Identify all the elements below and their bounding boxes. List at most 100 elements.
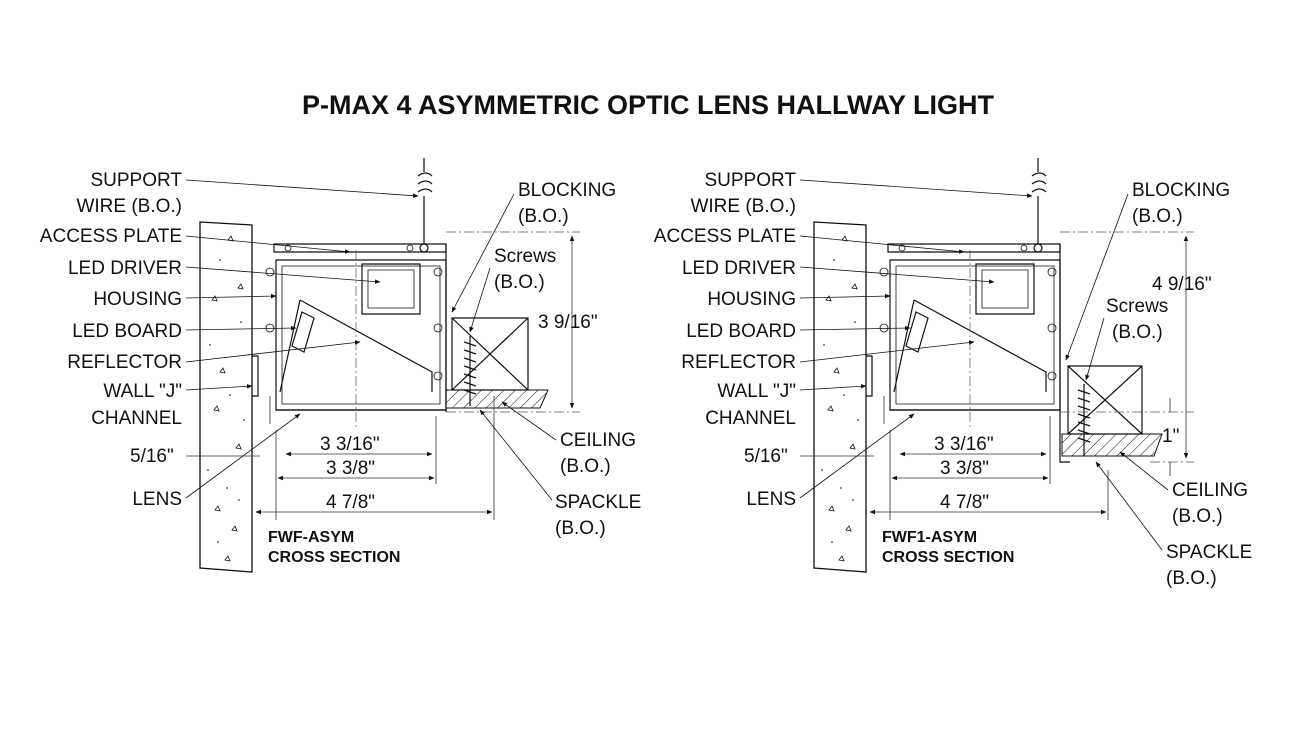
label-led-driver: LED DRIVER (682, 258, 796, 279)
led-driver-inner (981, 269, 1029, 309)
label-blocking-bo: (B.O.) (1132, 206, 1183, 227)
label-ceiling-bo: (B.O.) (1172, 506, 1223, 527)
wall-aggregate (825, 235, 858, 562)
label-lens: LENS (746, 489, 796, 510)
led-driver (361, 263, 421, 315)
left-leaders (185, 179, 419, 499)
dim-offset: 5/16" (744, 446, 788, 467)
dim-overall-width: 4 7/8" (326, 492, 375, 513)
dim-mid-width: 3 3/8" (326, 458, 375, 479)
left-cross-section: 3 9/16" 5/16" 3 3/16" 3 3/8" 4 7/8" SUPP… (40, 158, 641, 573)
label-ceiling: CEILING (560, 430, 636, 451)
label-support: SUPPORT (704, 170, 796, 191)
right-left-leaders (799, 179, 1033, 499)
label-screws-bo: (B.O.) (1112, 322, 1163, 343)
plate-hole (1020, 244, 1028, 252)
label-led-board: LED BOARD (72, 321, 182, 342)
caption-section: CROSS SECTION (882, 549, 1014, 566)
ceiling (445, 389, 549, 409)
housing-clip (879, 267, 889, 277)
label-blocking: BLOCKING (518, 180, 616, 201)
reflector (893, 299, 1047, 393)
label-support-wire: WIRE (B.O.) (76, 196, 182, 217)
caption-section: CROSS SECTION (268, 549, 400, 566)
right-cross-section: 4 9/16" 1" 5/16" 3 3/16" 3 3/8" 4 7/8" S… (654, 158, 1252, 589)
plate-hole (284, 244, 292, 252)
label-access-plate: ACCESS PLATE (654, 226, 796, 247)
label-screws-bo: (B.O.) (494, 272, 545, 293)
housing-inner (281, 265, 441, 405)
label-ceiling-bo: (B.O.) (560, 456, 611, 477)
reflector (279, 299, 433, 393)
support-wire (1031, 158, 1047, 244)
dim-ceiling-drop: 1" (1162, 426, 1179, 447)
label-access-plate: ACCESS PLATE (40, 226, 182, 247)
label-spackle-bo: (B.O.) (1166, 568, 1217, 589)
label-led-driver: LED DRIVER (68, 258, 182, 279)
plate-hole (898, 244, 906, 252)
left-right-leaders (451, 193, 557, 501)
wall-j-channel (866, 355, 873, 397)
led-driver (975, 263, 1035, 315)
wall-speckles (207, 259, 245, 543)
housing-clip (1047, 267, 1057, 277)
ceiling (1061, 433, 1163, 457)
dim-inner-width: 3 3/16" (934, 434, 994, 455)
label-lens: LENS (132, 489, 182, 510)
wall-aggregate (211, 235, 244, 562)
housing-clip (879, 323, 889, 333)
label-reflector: REFLECTOR (67, 352, 182, 373)
label-channel: CHANNEL (705, 408, 796, 429)
dim-offset: 5/16" (130, 446, 174, 467)
label-screws: Screws (494, 246, 556, 267)
label-blocking: BLOCKING (1132, 180, 1230, 201)
blocking (1067, 365, 1143, 435)
label-support-wire: WIRE (B.O.) (690, 196, 796, 217)
wire-eyelet (419, 243, 429, 253)
label-spackle: SPACKLE (555, 492, 641, 513)
dim-inner-width: 3 3/16" (320, 434, 380, 455)
dim-mid-width: 3 3/8" (940, 458, 989, 479)
housing-clip (265, 323, 275, 333)
housing-clip (433, 323, 443, 333)
label-screws: Screws (1106, 296, 1168, 317)
dim-extension-lines (275, 396, 495, 520)
wall-left (199, 221, 253, 573)
screw (1077, 384, 1091, 456)
dim-overall-width: 4 7/8" (940, 492, 989, 513)
led-board (905, 311, 929, 353)
wall-right (813, 221, 867, 573)
label-led-board: LED BOARD (686, 321, 796, 342)
label-ceiling: CEILING (1172, 480, 1248, 501)
caption-model: FWF-ASYM (268, 529, 354, 546)
label-reflector: REFLECTOR (681, 352, 796, 373)
blocking (451, 317, 529, 391)
caption-model: FWF1-ASYM (882, 529, 977, 546)
label-wall-j: WALL "J" (717, 381, 796, 402)
screw (463, 336, 477, 406)
plate-hole (406, 244, 414, 252)
housing-clip (433, 267, 443, 277)
right-right-leaders (1065, 193, 1169, 551)
label-spackle: SPACKLE (1166, 542, 1252, 563)
dim-height: 4 9/16" (1152, 274, 1212, 295)
dim-height: 3 9/16" (538, 312, 598, 333)
trim-flange (1059, 244, 1070, 463)
wire-eyelet (1033, 243, 1043, 253)
housing-clip (1047, 371, 1057, 381)
label-wall-j: WALL "J" (103, 381, 182, 402)
label-housing: HOUSING (707, 289, 796, 310)
housing-clip (433, 371, 443, 381)
support-wire (417, 158, 433, 244)
wall-speckles (821, 259, 859, 543)
housing-clip (1047, 323, 1057, 333)
label-spackle-bo: (B.O.) (555, 518, 606, 539)
label-blocking-bo: (B.O.) (518, 206, 569, 227)
label-channel: CHANNEL (91, 408, 182, 429)
label-support: SUPPORT (90, 170, 182, 191)
housing-inner (895, 265, 1055, 405)
housing-clip (265, 267, 275, 277)
page-title: P-MAX 4 ASYMMETRIC OPTIC LENS HALLWAY LI… (302, 90, 995, 120)
label-housing: HOUSING (93, 289, 182, 310)
